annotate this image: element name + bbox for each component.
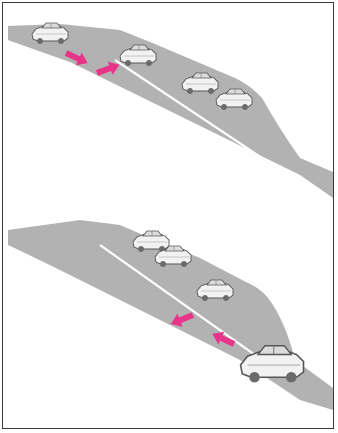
upper-road <box>8 24 333 198</box>
lower-panel <box>8 220 333 410</box>
upper-panel <box>8 23 333 198</box>
